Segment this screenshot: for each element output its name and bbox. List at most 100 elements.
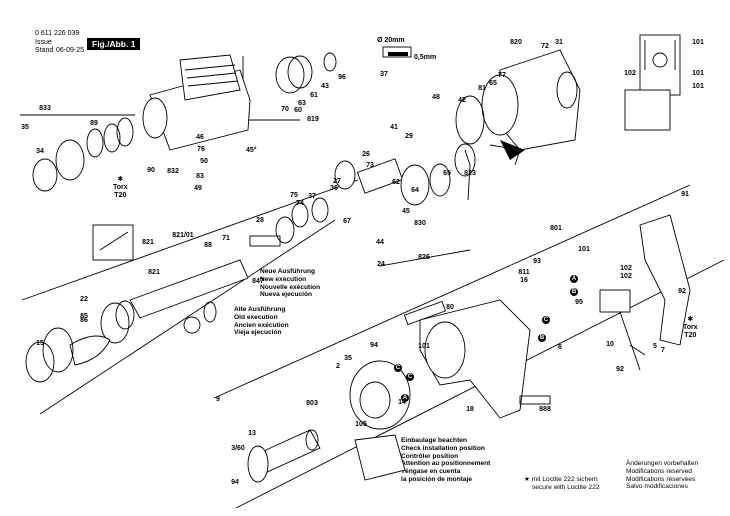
part-label: 95 <box>575 299 583 306</box>
part-label: 60 <box>294 107 302 114</box>
part-label: 22 <box>80 296 88 303</box>
part-label: 28 <box>256 217 264 224</box>
part-label: 5 <box>653 343 657 350</box>
part-label: 7 <box>661 347 665 354</box>
part-label: 75 <box>290 192 298 199</box>
issue-label: Issue <box>35 39 52 46</box>
part-label: 89 <box>90 120 98 127</box>
part-label: 36 <box>330 185 338 192</box>
part-label: 811 <box>518 269 530 276</box>
ref-circle-a-2: A <box>401 394 409 402</box>
part-label: 94 <box>231 479 239 486</box>
part-label: 62 <box>392 179 400 186</box>
loctite-note: ★ mit Loctite 222 sichern secure with Lo… <box>524 476 600 491</box>
part-label: 101 <box>418 343 430 350</box>
part-label: 821 <box>142 239 154 246</box>
part-label: 49 <box>194 185 202 192</box>
part-label: 31 <box>555 39 563 46</box>
part-label: 71 <box>222 235 230 242</box>
part-label: 888 <box>539 406 551 413</box>
part-label: 88 <box>204 242 212 249</box>
ref-circle-c-3: C <box>542 316 550 324</box>
thickness-label: 0,5mm <box>414 54 437 61</box>
part-label: 13 <box>248 430 256 437</box>
part-label: 70 <box>281 106 289 113</box>
figure-title: Fig./Abb. 1 <box>87 38 141 50</box>
stator <box>349 360 411 430</box>
part-label: 101 <box>692 39 704 46</box>
part-label: 826 <box>418 254 430 261</box>
part-label: 833 <box>39 105 51 112</box>
handle-housing <box>419 299 531 419</box>
part-label: 10 <box>606 341 614 348</box>
part-label: 67 <box>343 218 351 225</box>
part-label: 74 <box>296 200 304 207</box>
part-label: 48 <box>432 94 440 101</box>
part-label: 2 <box>336 363 340 370</box>
part-label: 3/60 <box>231 445 245 452</box>
ref-circle-b: B <box>570 288 578 296</box>
part-label: 14 <box>398 399 406 406</box>
part-label: 73 <box>366 162 374 169</box>
part-label: 102 <box>624 70 636 77</box>
part-label: 803 <box>306 400 318 407</box>
part-label: 35 <box>344 355 352 362</box>
part-label: 92 <box>678 288 686 295</box>
screw-head-icon: ✱ <box>687 316 694 323</box>
screw-head-icon: ✱ <box>117 176 124 183</box>
part-number: 0 611 226 039 <box>35 30 80 37</box>
part-label: 65 <box>489 80 497 87</box>
part-label: 34 <box>36 148 44 155</box>
assembly-axis-1 <box>21 179 359 301</box>
motor-housing <box>455 49 581 151</box>
part-label: 821 <box>148 269 160 276</box>
part-label: 101 <box>692 83 704 90</box>
part-label: 102 <box>620 273 632 280</box>
part-label: 6 <box>558 344 562 351</box>
ref-circle-c-2: C <box>406 373 414 381</box>
part-label: 26 <box>362 151 370 158</box>
angle-label: 45° <box>246 147 257 154</box>
part-label: 83 <box>196 173 204 180</box>
part-label: 27 <box>333 178 341 185</box>
part-label: 77 <box>498 72 506 79</box>
stand-label: Stand <box>35 47 54 54</box>
part-label: 50 <box>200 158 208 165</box>
part-label: 65 <box>443 170 451 177</box>
assembly-axis-2 <box>39 219 336 415</box>
part-label: 43 <box>321 83 329 90</box>
part-label: 15 <box>36 340 44 347</box>
part-label: 820 <box>510 39 522 46</box>
wiring-schematic <box>624 34 681 131</box>
assembly-axis-3 <box>213 184 691 399</box>
part-label: 801 <box>550 225 562 232</box>
part-label: 35 <box>21 124 29 131</box>
diameter-label: Ø 20mm <box>377 37 405 44</box>
part-label: 105 <box>355 421 367 428</box>
part-label: 81 <box>478 85 486 92</box>
part-label: 821/01 <box>172 232 194 239</box>
part-label: 24 <box>377 261 385 268</box>
part-label: 44 <box>376 239 384 246</box>
issue-date: 06-09-25 <box>56 47 85 54</box>
part-label: 90 <box>147 167 155 174</box>
part-label: 76 <box>197 146 205 153</box>
part-label: 9 <box>216 396 220 403</box>
part-label: 18 <box>466 406 474 413</box>
part-label: 93 <box>533 258 541 265</box>
part-label: 64 <box>411 187 419 194</box>
part-label: 41 <box>390 124 398 131</box>
part-label: 101 <box>578 246 590 253</box>
part-label: 61 <box>310 92 318 99</box>
star-icon: ★ <box>524 476 532 483</box>
part-label: 819 <box>307 116 319 123</box>
part-label: 37 <box>380 71 388 78</box>
armature <box>247 429 321 483</box>
